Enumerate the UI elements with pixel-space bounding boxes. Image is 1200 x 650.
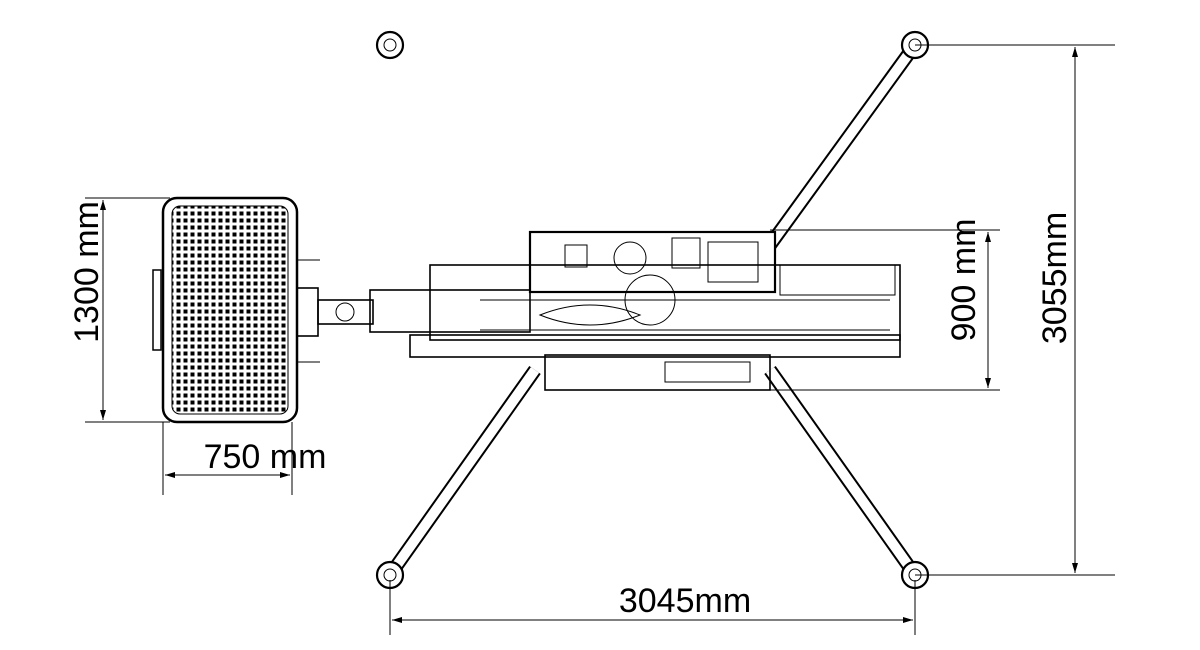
outrigger-top-left <box>375 30 540 248</box>
dimension-lines <box>100 47 1078 623</box>
dim-label-3045: 3045mm <box>619 582 751 620</box>
dim-label-3055: 3055mm <box>1036 212 1074 344</box>
dim-label-1300: 1300 mm <box>68 201 106 343</box>
outrigger-top-right <box>764 30 930 250</box>
dim-label-900: 900 mm <box>945 219 983 342</box>
boom <box>277 259 531 363</box>
platform <box>152 196 299 424</box>
outriggers <box>375 30 930 590</box>
outrigger-bottom-left <box>375 365 541 590</box>
extension-lines <box>85 44 1115 635</box>
machine-body <box>409 230 901 391</box>
dim-label-750: 750 mm <box>204 438 327 476</box>
pad-top-left <box>375 30 405 60</box>
outrigger-bottom-right <box>764 365 930 590</box>
